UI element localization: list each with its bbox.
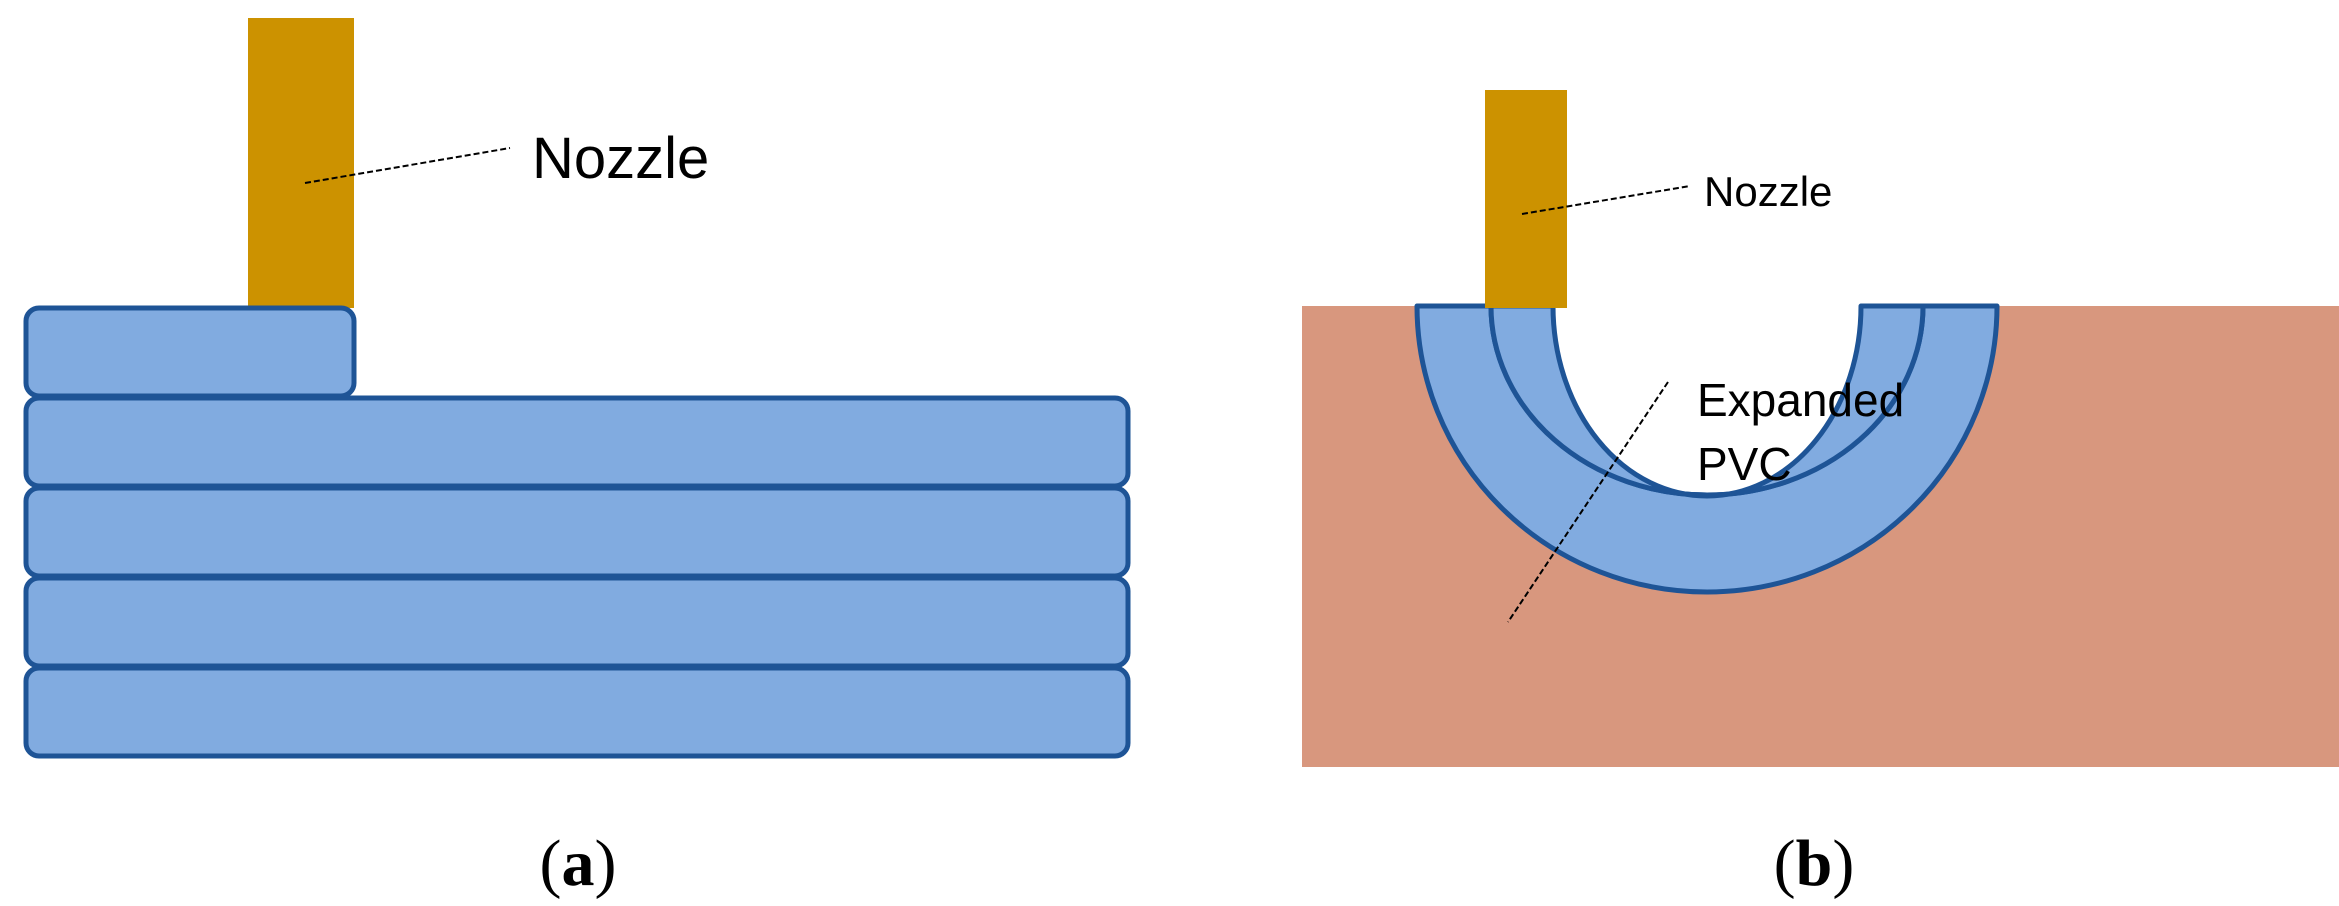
panel-b-substrate [1302,306,2339,767]
panel-a-layer-3 [23,485,1131,579]
panel-b-material-label-line1: Expanded [1697,374,1904,426]
panel-a-nozzle-label: Nozzle [532,126,709,191]
panel-a-layer-2 [23,575,1131,669]
panel-a-nozzle-leader-line [304,147,511,184]
panel-a-caption-letter: a [562,827,595,900]
panel-a-layer-4 [23,395,1131,489]
panel-b-nozzle-leader-line [1521,185,1691,215]
panel-a-caption: (a) [540,827,617,900]
panel-a-partial-layer [23,305,357,399]
panel-b: Nozzle Expanded PVC (b) [1302,90,2339,900]
panel-b-caption: (b) [1774,827,1855,900]
panel-a-nozzle [248,18,354,308]
panel-a: Nozzle (a) [23,18,1131,900]
panel-b-caption-letter: b [1796,827,1833,900]
panel-b-nozzle-label: Nozzle [1704,168,1832,215]
panel-b-inner-pvc-layer [1488,303,1926,499]
panel-b-nozzle [1485,90,1567,308]
panel-a-layer-1 [23,665,1131,759]
panel-b-material-leader-line [1507,381,1669,623]
panel-b-material-label-line2: PVC [1697,438,1792,490]
